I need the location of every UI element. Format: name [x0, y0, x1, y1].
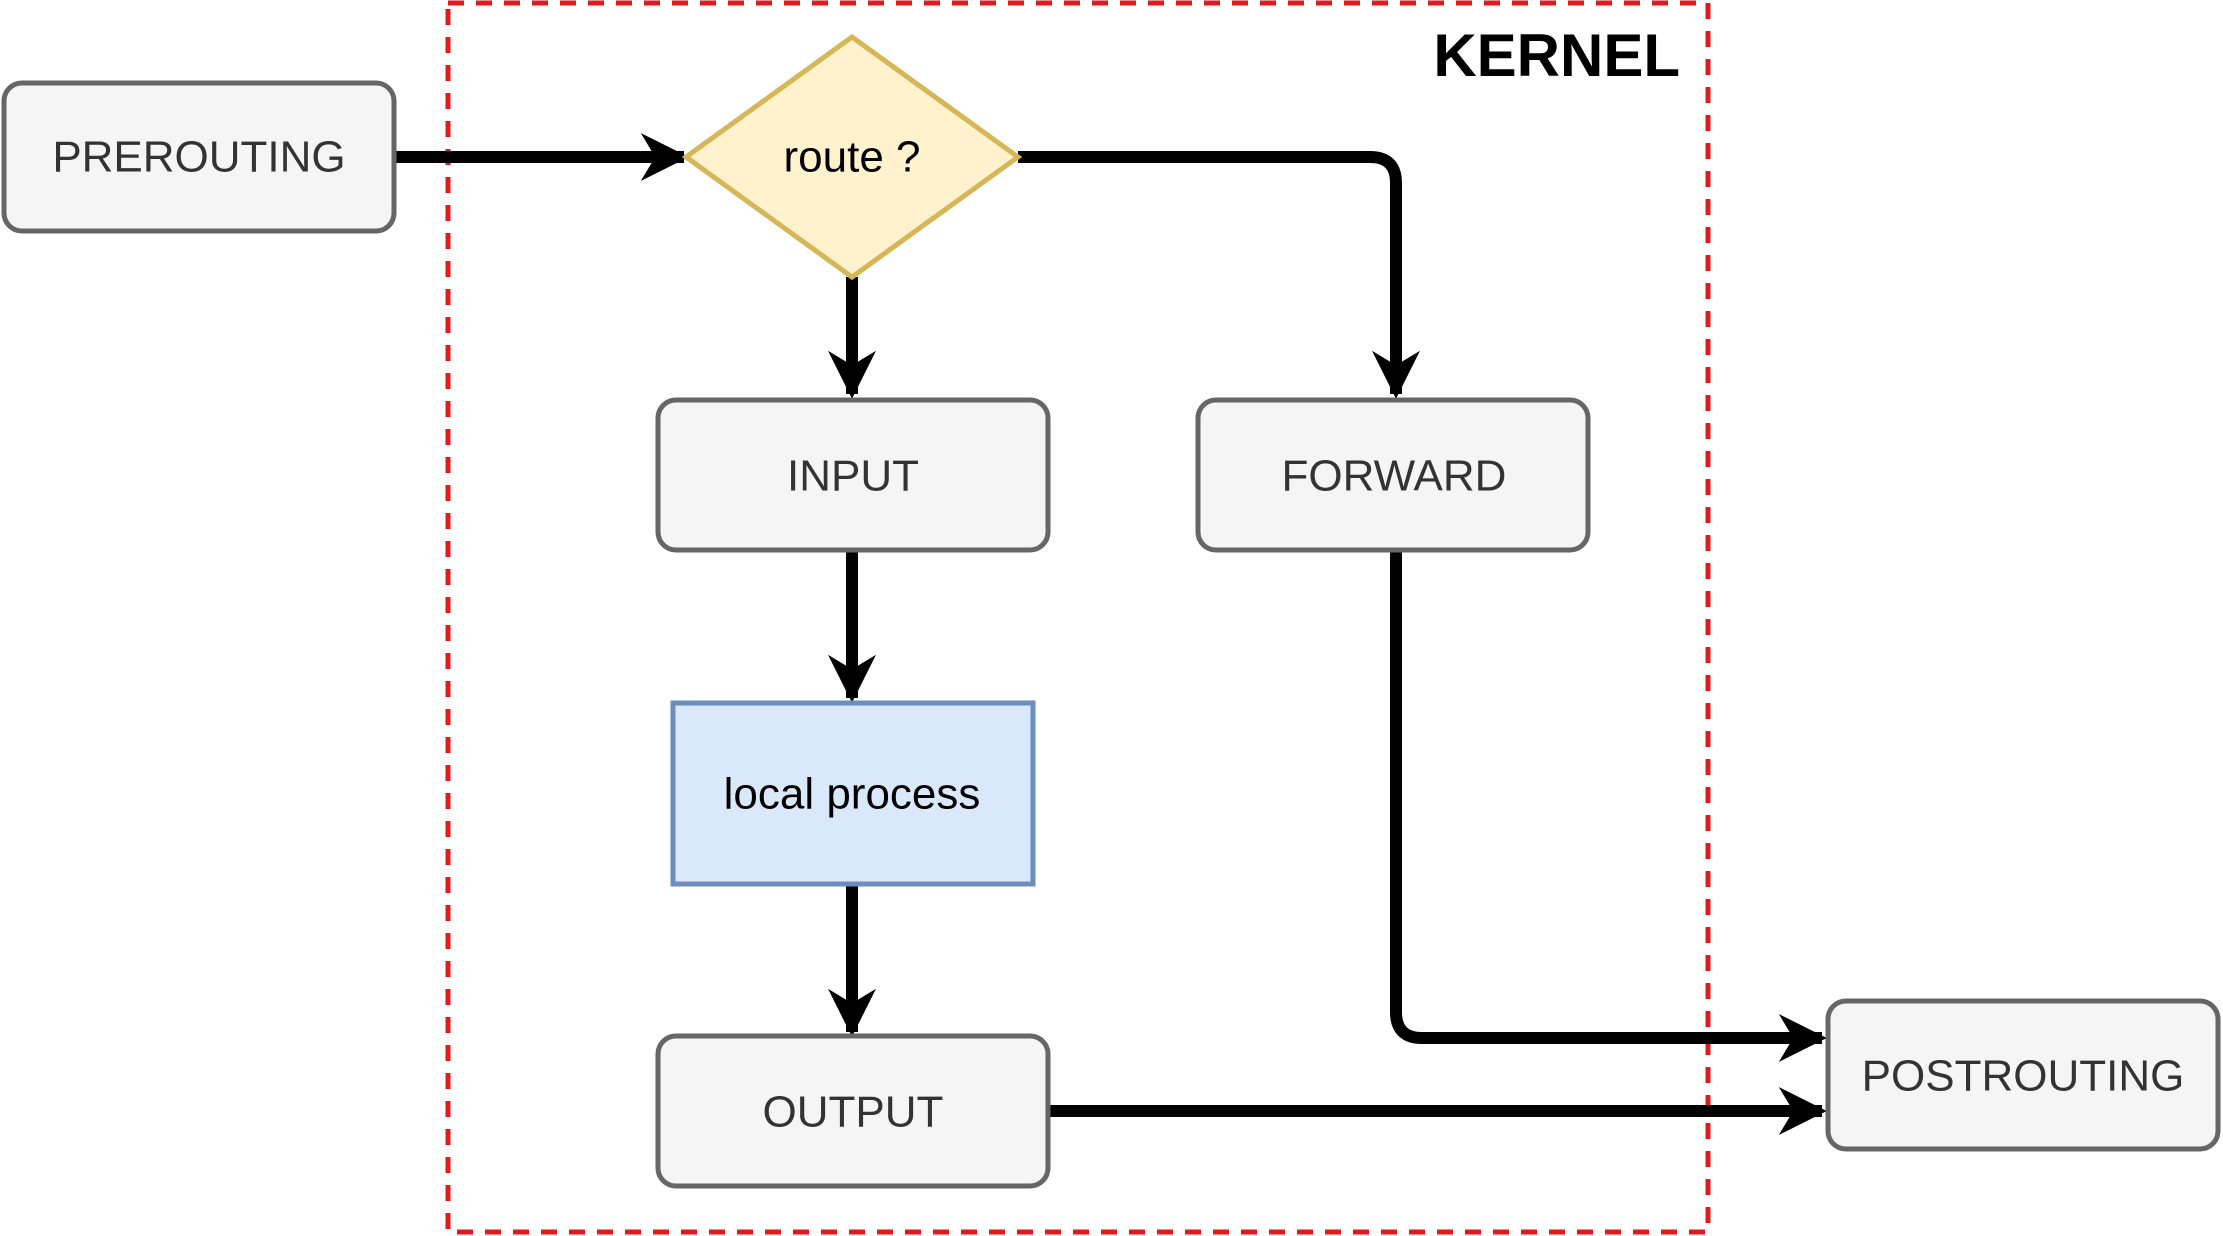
kernel-label: KERNEL [1433, 22, 1680, 89]
local-process-node: local process [670, 700, 1036, 887]
kernel-boundary [445, 0, 1711, 1235]
postrouting-node: POSTROUTING [1825, 998, 2221, 1152]
input-node: INPUT [655, 397, 1051, 553]
forward-node: FORWARD [1195, 397, 1591, 553]
input-label: INPUT [787, 452, 919, 501]
local-process-label: local process [724, 770, 981, 819]
output-label: OUTPUT [763, 1088, 944, 1137]
forward-label: FORWARD [1282, 452, 1507, 501]
route-decision-node: route ? [681, 33, 1023, 281]
route-decision-label: route ? [784, 133, 921, 182]
edge-forward-to-postrouting [1390, 550, 1827, 1062]
postrouting-label: POSTROUTING [1862, 1052, 2185, 1101]
output-node: OUTPUT [655, 1033, 1051, 1189]
prerouting-node: PREROUTING [1, 80, 397, 234]
prerouting-label: PREROUTING [52, 133, 345, 182]
edge-route-to-forward [1018, 151, 1420, 399]
edges [394, 133, 1827, 1135]
